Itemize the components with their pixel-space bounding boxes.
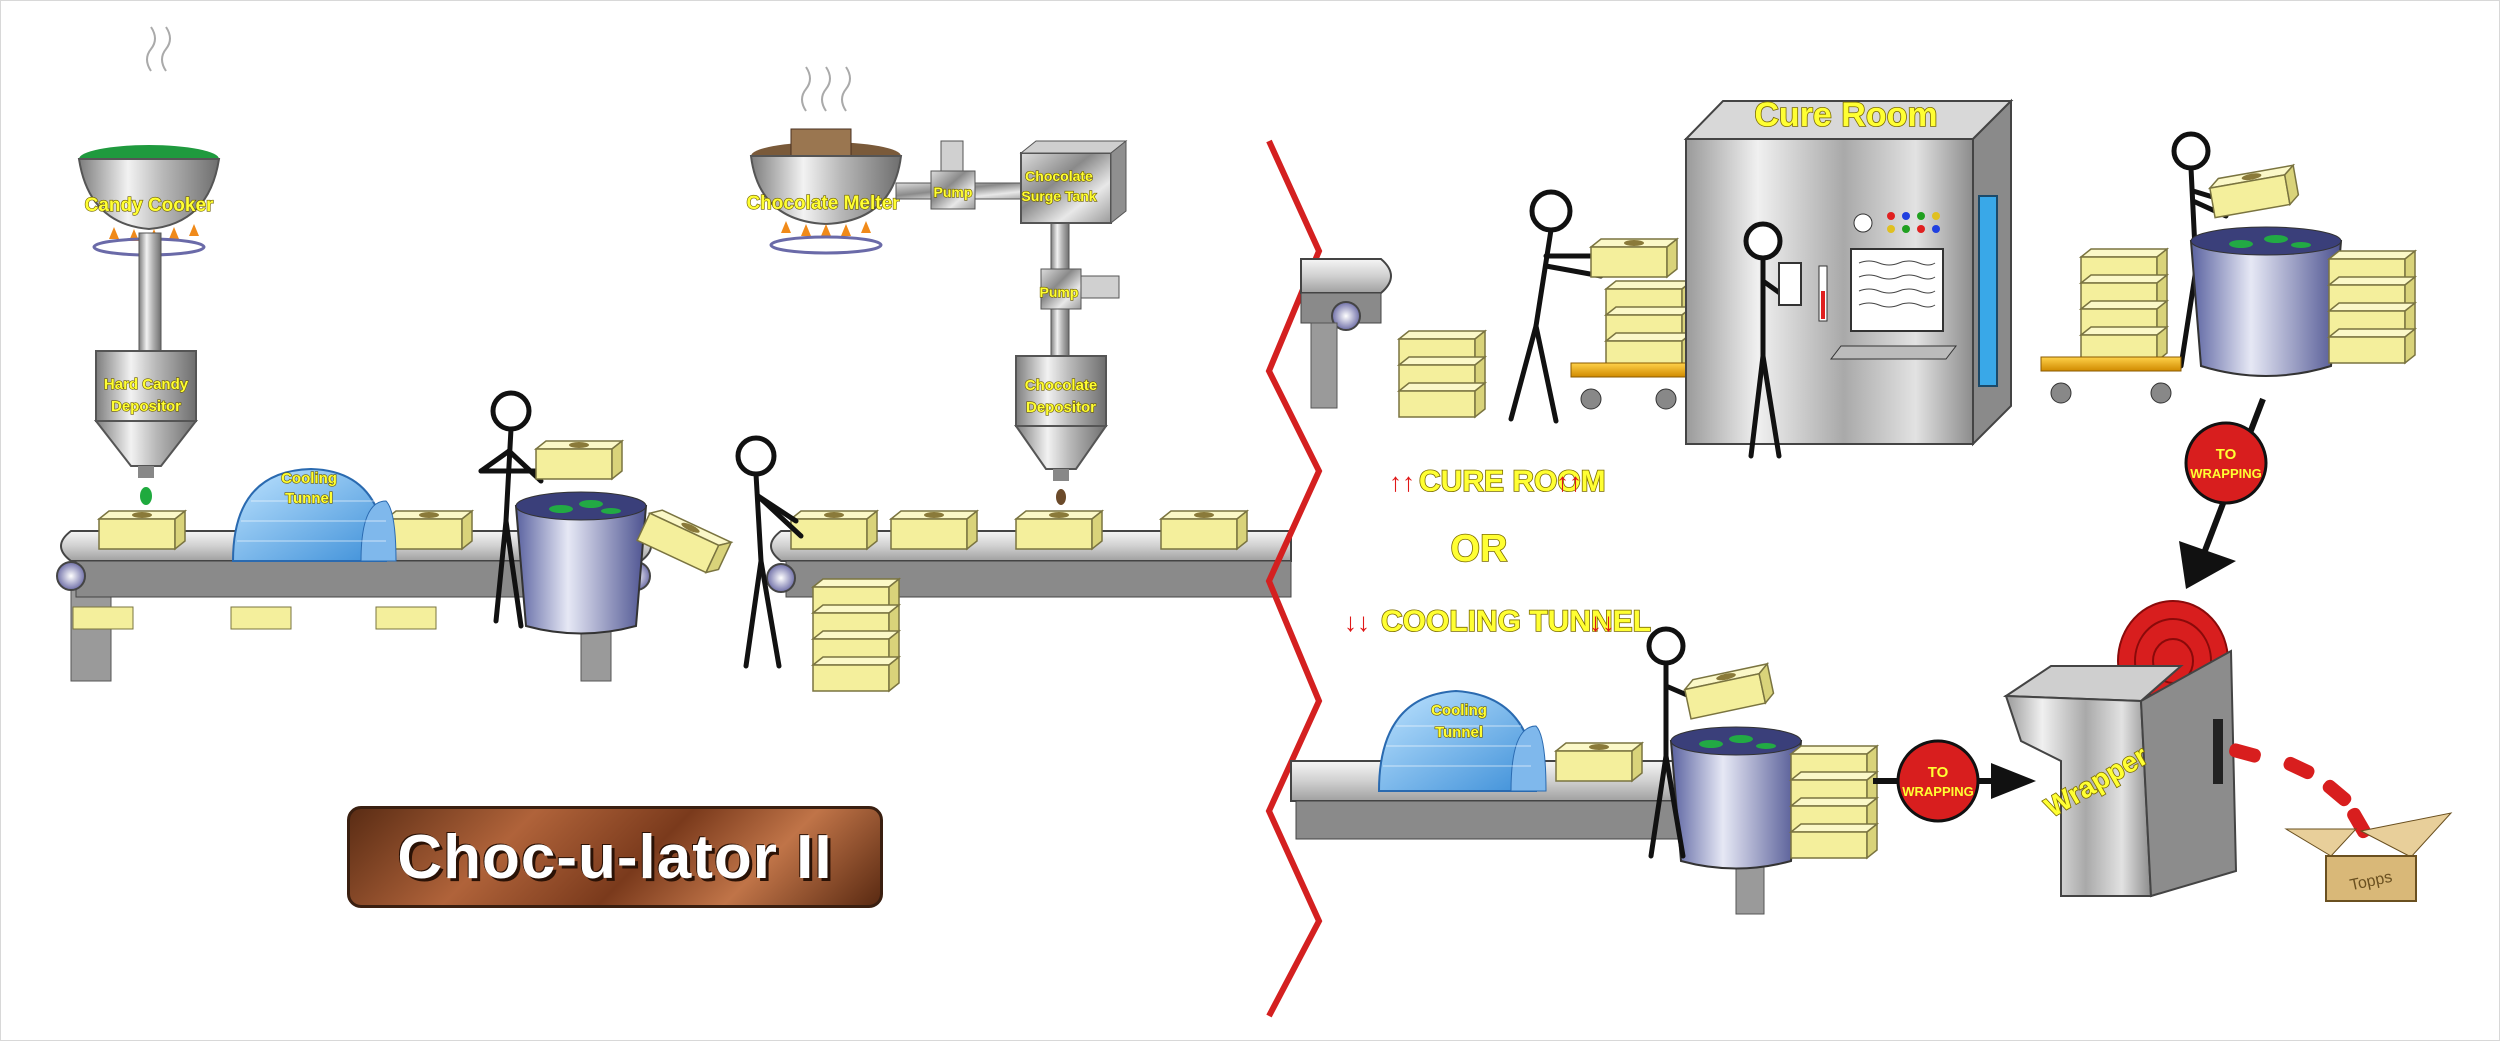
- candy-tub-left: [514, 491, 732, 635]
- chocolate-depositor-label-1: Chocolate: [1025, 377, 1098, 394]
- wrapper-machine: Wrapper: [2002, 600, 2238, 898]
- cooling-tunnel-right-label-1: Cooling: [1431, 702, 1487, 719]
- bar-held-right: [1682, 663, 1776, 720]
- down-arrows-right: ↓↓: [1589, 607, 1615, 637]
- candy-cooker-label: Candy Cooker: [85, 195, 214, 216]
- chocolate-depositor-label-2: Depositor: [1026, 399, 1096, 416]
- chocolate-depositor: Chocolate Depositor: [1014, 355, 1108, 505]
- hard-candy-depositor-label-1: Hard Candy: [104, 376, 189, 393]
- cooling-tunnel-right-label-2: Tunnel: [1435, 724, 1483, 741]
- chocolate-surge-tank: Chocolate Surge Tank: [1019, 139, 1128, 225]
- down-arrows-left: ↓↓: [1344, 607, 1370, 637]
- bar-stack-middle: [812, 578, 900, 692]
- hard-candy-depositor-label-2: Depositor: [111, 398, 181, 415]
- cure-room-route-label: CURE ROOM: [1419, 465, 1606, 498]
- badge-top-wrapping: WRAPPING: [2190, 466, 2262, 481]
- badge-bottom-wrapping: WRAPPING: [1902, 784, 1974, 799]
- conveyor-right-top: [1300, 258, 1392, 409]
- to-wrapping-badge-bottom: TO WRAPPING: [1873, 739, 2036, 823]
- badge-top-to: TO: [2216, 446, 2237, 463]
- to-wrapping-badge-top: TO WRAPPING: [2179, 397, 2268, 589]
- title-plaque: Choc-u-lator II: [347, 806, 883, 908]
- worker-cure-room: [1743, 221, 1794, 459]
- surge-tank-label-1: Chocolate: [1025, 168, 1093, 184]
- cooling-tunnel-right: Cooling Tunnel: [1377, 689, 1547, 792]
- candy-tub-right: [1669, 726, 1878, 870]
- chocolate-melter: Chocolate Melter: [746, 66, 903, 255]
- up-arrows-right: ↑↑: [1556, 467, 1582, 497]
- cart-2: [2040, 164, 2416, 404]
- candy-cooker: Candy Cooker: [77, 26, 221, 354]
- clipboard: [1778, 262, 1802, 306]
- cooling-tunnel-left-label-1: Cooling: [281, 470, 337, 487]
- chocolate-piping: Pump Pump: [895, 140, 1120, 362]
- cure-room: Cure Room: [1683, 95, 2014, 447]
- bar-stack-right-floor: [1398, 330, 1486, 418]
- bar-held-left-1: [535, 440, 623, 480]
- up-arrows-left: ↑↑: [1389, 467, 1415, 497]
- cooling-tunnel-left-label-2: Tunnel: [285, 490, 333, 507]
- worker-middle: [735, 435, 804, 669]
- pump-label-2: Pump: [1040, 284, 1079, 300]
- surge-tank-label-2: Surge Tank: [1021, 188, 1096, 204]
- cooling-tunnel-left: Cooling Tunnel: [231, 467, 397, 562]
- wrapped-bars: [2229, 743, 2371, 839]
- topps-box: Topps: [2284, 812, 2453, 902]
- hard-candy-depositor: Hard Candy Depositor: [93, 350, 199, 505]
- badge-bottom-to: TO: [1928, 764, 1949, 781]
- cure-room-label: Cure Room: [1754, 96, 1937, 134]
- diagram-title: Choc-u-lator II: [397, 822, 833, 892]
- worker-cart-1: [1508, 189, 1604, 424]
- worker-left-1: [478, 390, 544, 629]
- or-label: OR: [1451, 528, 1508, 570]
- pump-label-1: Pump: [934, 184, 973, 200]
- cooling-tunnel-route-label: COOLING TUNNEL: [1381, 605, 1651, 638]
- worker-right-bottom: [1646, 626, 1704, 859]
- cart-1: [1570, 238, 1693, 410]
- chocolate-melter-label: Chocolate Melter: [746, 193, 900, 214]
- routing-labels: ↑↑ CURE ROOM ↑↑ OR ↓↓ COOLING TUNNEL ↓↓: [1344, 464, 1652, 639]
